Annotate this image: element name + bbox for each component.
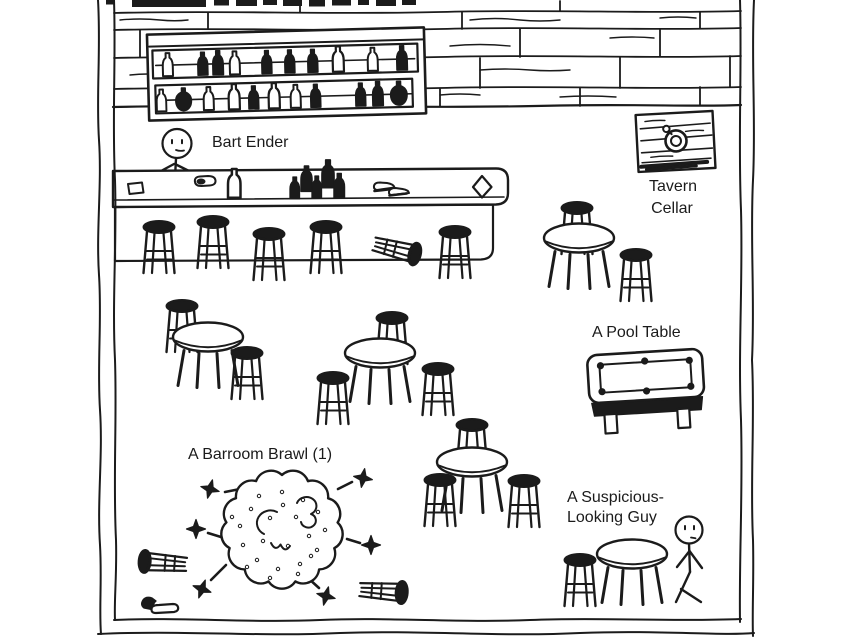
label-barroom-brawl: A Barroom Brawl (1) xyxy=(188,446,332,463)
brawl-star xyxy=(197,476,223,502)
title-cutoff xyxy=(106,0,416,7)
label-suspicious-guy-line2: Looking Guy xyxy=(567,509,657,526)
label-suspicious-guy-line1: A Suspicious- xyxy=(567,489,664,506)
label-tavern-cellar-line2: Cellar xyxy=(651,200,693,217)
stool-suspicious-table xyxy=(563,552,597,608)
round-table-1 xyxy=(542,222,616,290)
round-table-5 xyxy=(595,538,669,606)
round-table-3 xyxy=(343,337,417,405)
stool-table4-right xyxy=(507,473,541,529)
thrown-boot xyxy=(141,596,180,615)
pool-table-leg xyxy=(676,407,692,430)
tavern-cellar-trapdoor[interactable] xyxy=(634,109,717,174)
bottle-shelf xyxy=(145,26,428,122)
trapdoor-ring-handle-icon xyxy=(664,129,688,153)
pool-table[interactable] xyxy=(586,347,707,435)
napkin-on-counter xyxy=(127,181,145,195)
brawl-star xyxy=(351,466,375,490)
label-bart-ender: Bart Ender xyxy=(212,134,289,151)
label-tavern-cellar-line1: Tavern xyxy=(649,178,697,195)
suspicious-looking-guy-figure[interactable] xyxy=(674,515,704,604)
stool-table3-left xyxy=(316,370,350,426)
diamond-on-counter xyxy=(471,174,493,199)
cloud-speckles xyxy=(229,489,328,581)
stool-table3-right xyxy=(421,361,455,417)
label-pool-table: A Pool Table xyxy=(592,324,681,341)
barroom-brawl-cloud[interactable] xyxy=(220,469,344,590)
bar-rag xyxy=(193,175,217,187)
brawl-star xyxy=(360,534,382,556)
shoes-on-counter xyxy=(372,181,410,197)
stool-table4-left xyxy=(423,472,457,528)
stool-right-of-cellar-table xyxy=(619,247,653,303)
map-border xyxy=(97,0,755,637)
pool-table-leg xyxy=(603,412,619,435)
brawl-star xyxy=(185,518,207,540)
tipped-stool-brawl-left xyxy=(136,548,189,577)
tipped-stool-brawl-right xyxy=(357,577,410,606)
